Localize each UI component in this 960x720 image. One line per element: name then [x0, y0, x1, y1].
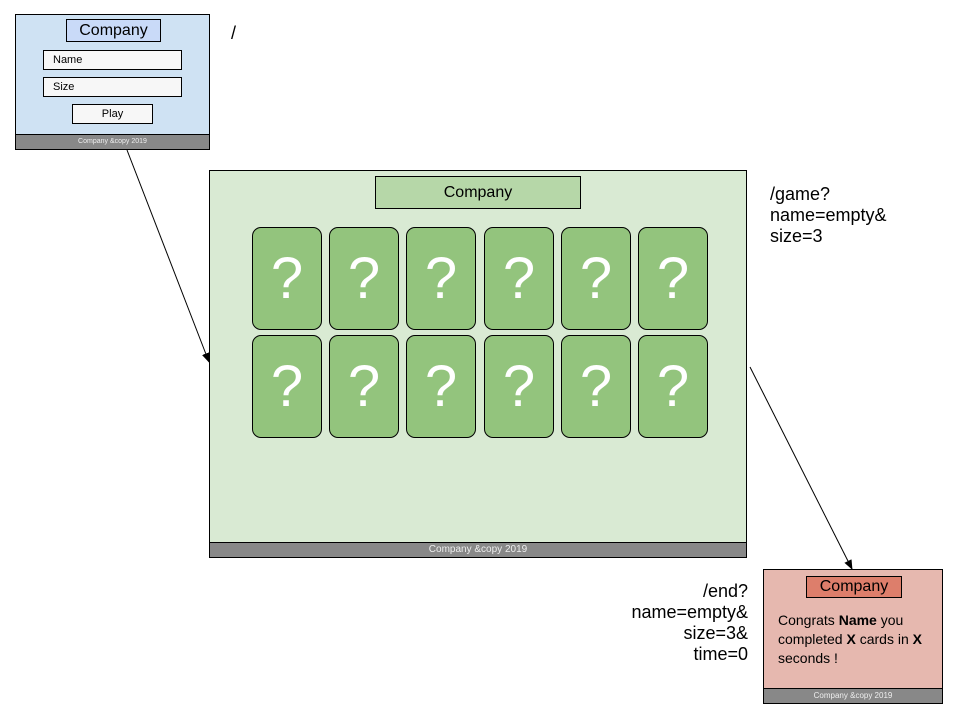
message-text: cards in	[855, 631, 913, 647]
message-cards-count: X	[846, 631, 856, 647]
card[interactable]: ?	[484, 227, 554, 330]
arrow-home-to-game	[126, 149, 210, 363]
game-screen: Company ? ? ? ? ? ? ? ? ? ? ? ? Company …	[209, 170, 747, 558]
message-text: you completed	[778, 612, 904, 647]
card[interactable]: ?	[406, 335, 476, 438]
message-name: Name	[838, 612, 877, 628]
card[interactable]: ?	[329, 227, 399, 330]
route-home: /	[231, 23, 237, 43]
message-text: Congrats	[778, 612, 839, 628]
home-title: Company	[66, 19, 161, 42]
home-footer: Company &copy 2019	[15, 134, 210, 150]
card[interactable]: ?	[561, 335, 631, 438]
size-input[interactable]: Size	[43, 77, 182, 97]
end-footer: Company &copy 2019	[763, 688, 943, 704]
congrats-message: Congrats Name you completed X cards in X…	[778, 611, 938, 668]
end-title: Company	[806, 576, 902, 598]
card[interactable]: ?	[252, 335, 322, 438]
name-input[interactable]: Name	[43, 50, 182, 70]
message-seconds-count: X	[912, 631, 922, 647]
card[interactable]: ?	[638, 335, 708, 438]
card[interactable]: ?	[638, 227, 708, 330]
play-button[interactable]: Play	[72, 104, 153, 124]
card[interactable]: ?	[484, 335, 554, 438]
card[interactable]: ?	[329, 335, 399, 438]
route-end: /end? name=empty& size=3& time=0	[631, 581, 748, 664]
game-footer: Company &copy 2019	[209, 542, 747, 558]
home-screen: Company Name Size Play Company &copy 201…	[15, 14, 210, 150]
card[interactable]: ?	[406, 227, 476, 330]
route-game: /game? name=empty& size=3	[770, 184, 887, 246]
card[interactable]: ?	[252, 227, 322, 330]
card[interactable]: ?	[561, 227, 631, 330]
message-text: seconds !	[778, 650, 838, 666]
game-title: Company	[375, 176, 581, 209]
arrow-game-to-end	[749, 366, 853, 570]
end-screen: Company Congrats Name you completed X ca…	[763, 569, 943, 704]
